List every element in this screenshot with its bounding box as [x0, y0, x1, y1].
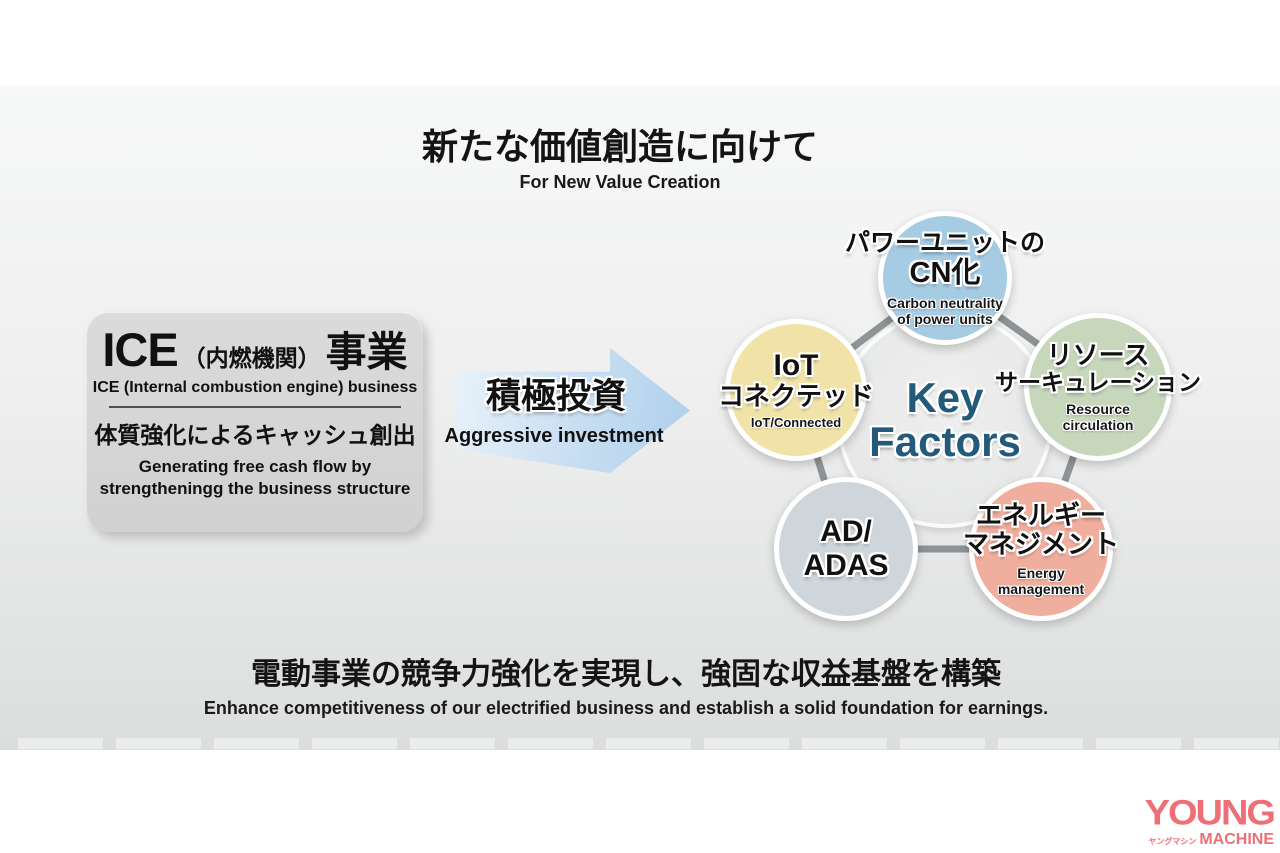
factor-ja-line1: リソース [1046, 339, 1150, 370]
factor-english: Carbon neutrality of power units [887, 294, 1003, 327]
young-machine-watermark: YOUNG ヤングマシン MACHINE [1140, 794, 1276, 848]
factor-ja-line2: CN化 [909, 257, 981, 290]
factor-ja-line2: マネジメント [963, 529, 1120, 560]
ice-body-english-line1: Generating free cash flow by [138, 457, 372, 476]
filmstrip-cell [606, 738, 691, 749]
filmstrip-cell [508, 738, 593, 749]
ice-heading-jigyo: 事業 [325, 329, 408, 375]
filmstrip-cell [1096, 738, 1181, 749]
ice-heading-latin: ICE [102, 323, 178, 376]
ice-heading-english: ICE (Internal combustion engine) busines… [92, 379, 418, 396]
filmstrip-cell [802, 738, 887, 749]
young-machine-machine-text: MACHINE [1199, 831, 1274, 848]
filmstrip-row [18, 738, 1279, 749]
bottom-heading-japanese: 電動事業の競争力強化を実現し、強固な収益基盤を構築 [251, 658, 1001, 691]
filmstrip-cell [312, 738, 397, 749]
ice-business-card: ICE （内燃機関） 事業 ICE (Internal combustion e… [87, 312, 423, 532]
factor-ja-line1: IoT [773, 348, 819, 382]
factor-ja-line2: サーキュレーション [994, 369, 1202, 396]
factor-circle-power-unit-cn: パワーユニットの CN化 Carbon neutrality of power … [845, 211, 1045, 345]
bottom-heading-block: 電動事業の競争力強化を実現し、強固な収益基盤を構築 Enhance compet… [0, 649, 1252, 719]
factor-ja-line2: ADAS [803, 549, 889, 582]
filmstrip-cell [998, 738, 1083, 749]
ice-body-japanese: 体質強化によるキャッシュ創出 [94, 422, 416, 448]
ice-card-divider [109, 406, 401, 408]
filmstrip-cell [704, 738, 789, 749]
factor-circle-energy-management: エネルギー マネジメント Energy management [963, 477, 1119, 621]
factor-circle-ad-adas: AD/ ADAS [774, 477, 918, 621]
title-block: 新たな価値創造に向けて For New Value Creation [0, 118, 1240, 193]
young-machine-young-text: YOUNG [1144, 794, 1276, 833]
factor-ja-line1: AD/ [820, 515, 872, 549]
filmstrip-cell [410, 738, 495, 749]
ice-heading-paren: （内燃機関） [182, 345, 321, 371]
factor-english: Energy management [997, 564, 1085, 597]
ice-body-english: Generating free cash flow by strengtheni… [87, 456, 423, 500]
page-title: 新たな価値創造に向けて [421, 126, 818, 167]
key-factors-line2: Factors [869, 417, 1021, 465]
arrow-label-english: Aggressive investment [444, 425, 664, 447]
factor-english: IoT/Connected [750, 415, 842, 431]
arrow-label-japanese: 積極投資 [485, 377, 626, 416]
young-machine-sub-row: ヤングマシン MACHINE [1140, 832, 1274, 848]
young-machine-kana-text: ヤングマシン [1148, 837, 1197, 846]
factor-circle-resource-circulation: リソース サーキュレーション Resource circulation [995, 313, 1201, 461]
filmstrip-cell [900, 738, 985, 749]
page-subtitle: For New Value Creation [519, 172, 721, 192]
filmstrip-cell [214, 738, 299, 749]
filmstrip-cell [18, 738, 103, 749]
filmstrip-cell [116, 738, 201, 749]
filmstrip-cell [1194, 738, 1279, 749]
factor-circle-iot-connected: IoT コネクテッド IoT/Connected [718, 319, 874, 461]
ice-body-english-line2: strengtheningg the business structure [99, 479, 411, 499]
factor-ja-line1: エネルギー [975, 500, 1106, 531]
factor-english: Resource circulation [1062, 400, 1134, 433]
factor-ja-line1: パワーユニットの [845, 229, 1046, 258]
ice-heading: ICE （内燃機関） 事業 [87, 326, 423, 373]
factor-ja-line2: コネクテッド [718, 381, 875, 412]
bottom-heading-english: Enhance competitiveness of our electrifi… [203, 698, 1049, 718]
